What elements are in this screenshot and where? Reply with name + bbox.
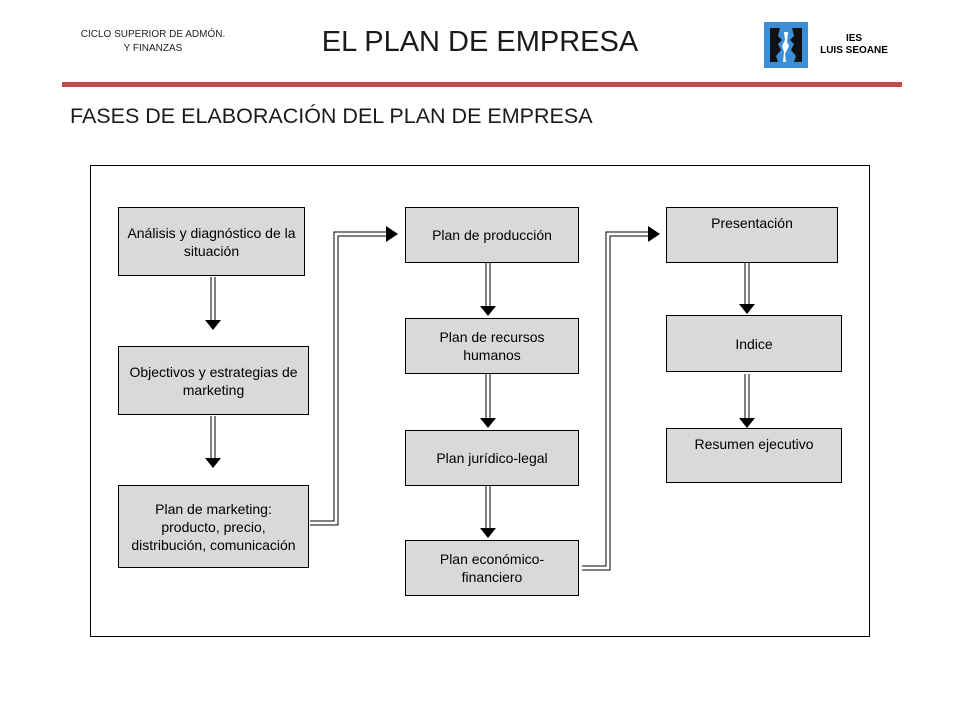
box-analisis: Análisis y diagnóstico de la situación xyxy=(118,207,305,276)
school-name: IES LUIS SEOANE xyxy=(814,33,894,57)
box-plan-economico: Plan económico-financiero xyxy=(405,540,579,596)
diagram-frame xyxy=(90,165,870,637)
page-title: EL PLAN DE EMPRESA xyxy=(321,26,639,58)
box-plan-recursos-humanos: Plan de recursos humanos xyxy=(405,318,579,374)
section-subtitle: FASES DE ELABORACIÓN DEL PLAN DE EMPRESA xyxy=(70,104,593,128)
course-name: CICLO SUPERIOR DE ADMÓN. Y FINANZAS xyxy=(58,28,248,56)
course-line-1: CICLO SUPERIOR DE ADMÓN. xyxy=(80,29,226,40)
box-presentacion: Presentación xyxy=(666,207,838,263)
box-indice: Indice xyxy=(666,315,842,372)
box-objetivos: Objectivos y estrategias de marketing xyxy=(118,346,309,415)
course-line-2: Y FINANZAS xyxy=(123,43,183,54)
box-resumen-ejecutivo: Resumen ejecutivo xyxy=(666,428,842,483)
header-divider xyxy=(62,82,902,87)
box-plan-produccion: Plan de producción xyxy=(405,207,579,263)
school-line-2: LUIS SEOANE xyxy=(820,45,888,56)
box-plan-marketing: Plan de marketing: producto, precio, dis… xyxy=(118,485,309,568)
school-line-1: IES xyxy=(845,33,863,44)
school-logo-icon xyxy=(764,22,808,68)
box-plan-juridico: Plan jurídico-legal xyxy=(405,430,579,486)
